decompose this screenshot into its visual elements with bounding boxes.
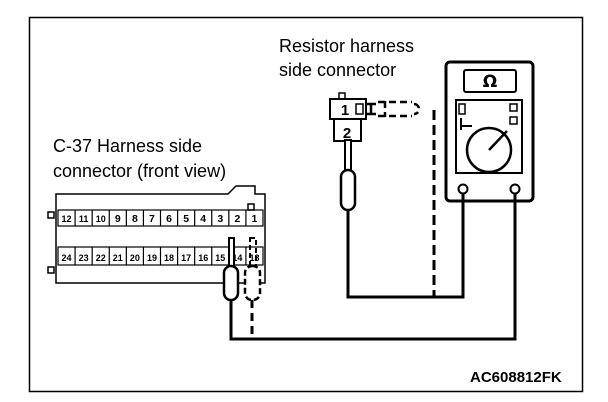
c37-top-pin-10: 10 <box>96 214 106 224</box>
wire-resistor-to-meter <box>346 193 465 299</box>
resistor-harness-connector: 1 2 <box>329 92 421 142</box>
probe-c37-pin1 <box>243 237 262 302</box>
probe-resistor <box>339 139 357 212</box>
harness-connector-label-line1: C-37 Harness side <box>53 136 203 156</box>
c37-top-pin-1: 1 <box>252 213 258 225</box>
c37-top-pin-8: 8 <box>132 213 138 225</box>
c37-top-pin-3: 3 <box>217 213 223 225</box>
c37-bottom-pin-18: 18 <box>164 253 174 263</box>
c37-bottom-pin-13: 13 <box>249 253 259 263</box>
multimeter-display <box>463 69 517 93</box>
ohm-symbol: Ω <box>483 72 497 92</box>
selector-knob-pointer <box>488 130 508 151</box>
harness-connector-label-line2: connector (front view) <box>53 161 227 181</box>
c37-top-pin-9: 9 <box>115 213 121 225</box>
c37-bottom-pin-17: 17 <box>181 253 191 263</box>
c37-bottom-pin-15: 15 <box>215 253 225 263</box>
resistor-connector-label-line1: Resistor harness <box>279 36 415 56</box>
c37-top-pin-5: 5 <box>183 213 189 225</box>
range-indicator-left <box>458 103 466 115</box>
wire-c37-to-meter <box>229 193 517 341</box>
c37-top-pin-4: 4 <box>200 213 206 225</box>
c37-top-pin-12: 12 <box>62 214 72 224</box>
probe-jack-ohm[interactable] <box>509 183 521 195</box>
range-indicator-right-top <box>509 103 518 112</box>
c37-bottom-pin-21: 21 <box>113 253 123 263</box>
wiring <box>229 110 517 341</box>
resistor-connector-label-line2: side connector <box>279 60 397 80</box>
c37-bottom-pin-19: 19 <box>147 253 157 263</box>
diagram-frame <box>28 16 584 393</box>
c37-bottom-pin-14: 14 <box>232 253 242 263</box>
figure-code: AC608812FK <box>470 369 562 386</box>
c37-bottom-pin-20: 20 <box>130 253 140 263</box>
multimeter: Ω <box>444 60 535 203</box>
c37-bottom-pin-22: 22 <box>96 253 106 263</box>
c37-top-pin-11: 11 <box>79 214 89 224</box>
c37-bottom-pin-24: 24 <box>62 253 72 263</box>
c37-bottom-pin-16: 16 <box>198 253 208 263</box>
resistor-pin-1: 1 <box>341 102 349 119</box>
resistor-pin-2: 2 <box>343 125 351 142</box>
probe-jack-com[interactable] <box>457 183 469 195</box>
c37-top-pin-2: 2 <box>234 213 240 225</box>
range-indicator-right-bottom <box>509 116 518 125</box>
c37-top-pin-6: 6 <box>166 213 172 225</box>
c37-top-pin-7: 7 <box>149 213 155 225</box>
c37-bottom-pin-23: 23 <box>79 253 89 263</box>
